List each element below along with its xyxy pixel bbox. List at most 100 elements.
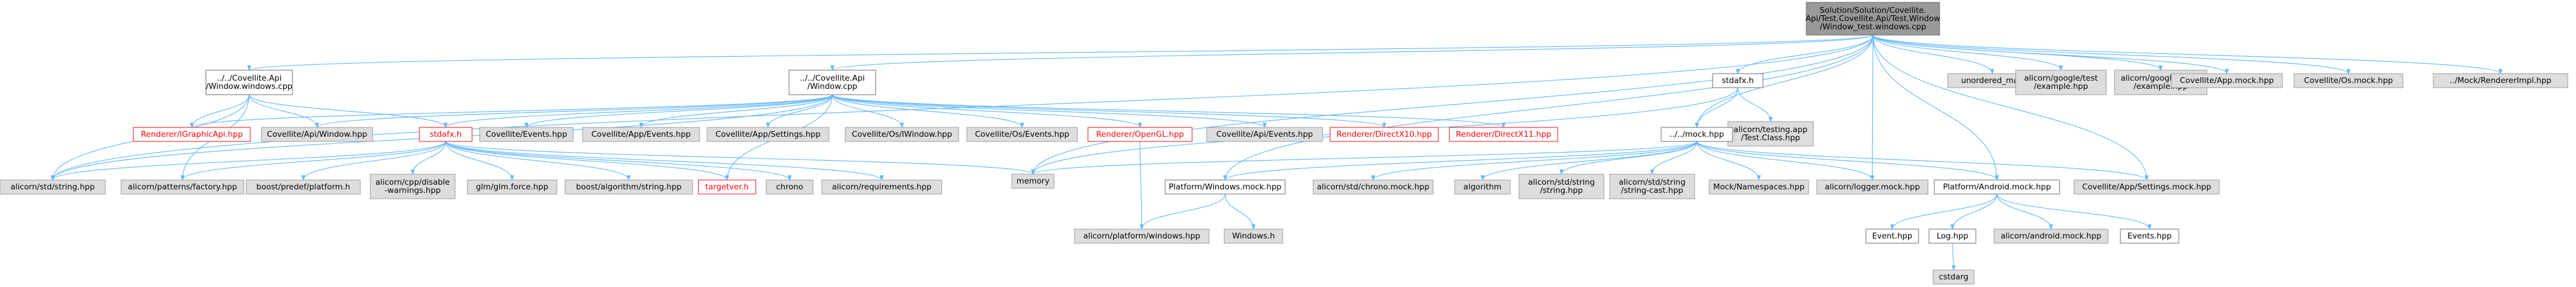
node-os_mock[interactable]: Covellite/Os.mock.hpp bbox=[2293, 73, 2403, 88]
node-box[interactable] bbox=[0, 179, 106, 195]
node-windows_h[interactable]: Windows.h bbox=[1224, 229, 1283, 244]
node-box[interactable] bbox=[419, 127, 473, 142]
node-box[interactable] bbox=[1816, 179, 1928, 195]
edge-window_cpp-to-os_events bbox=[832, 94, 1024, 128]
node-box[interactable] bbox=[564, 179, 693, 195]
node-box[interactable] bbox=[1011, 174, 1055, 189]
node-box[interactable] bbox=[1330, 127, 1439, 142]
node-cpp_disable[interactable]: alicorn/cpp/disable-warnings.hpp bbox=[370, 174, 456, 199]
node-box[interactable] bbox=[1609, 174, 1695, 199]
node-box[interactable] bbox=[1518, 174, 1604, 199]
node-box[interactable] bbox=[2120, 229, 2179, 244]
node-events_hpp[interactable]: Covellite/Events.hpp bbox=[479, 127, 574, 142]
node-box[interactable] bbox=[1224, 229, 1283, 244]
node-window_cpp[interactable]: ../../Covellite.Api/Window.cpp bbox=[788, 70, 876, 95]
node-chrono[interactable]: chrono bbox=[766, 179, 814, 195]
node-label: alicorn/cpp/disable bbox=[376, 178, 450, 187]
node-box[interactable] bbox=[2293, 73, 2403, 88]
node-std_string[interactable]: alicorn/std/string.hpp bbox=[0, 179, 106, 195]
node-app_mock[interactable]: Covellite/App.mock.hpp bbox=[2171, 73, 2283, 88]
node-box[interactable] bbox=[845, 127, 959, 142]
node-stdafx_h[interactable]: stdafx.h bbox=[419, 127, 473, 142]
node-box[interactable] bbox=[120, 179, 244, 195]
node-cstdarg[interactable]: cstdarg bbox=[1933, 269, 1975, 285]
edge-root-to-stdafx_h_right bbox=[1735, 34, 1874, 74]
node-api_events[interactable]: Covellite/Api/Events.hpp bbox=[1206, 127, 1323, 142]
node-winwin_cpp[interactable]: ../../Covellite.Api/Window.windows.cpp bbox=[205, 70, 293, 95]
node-box[interactable] bbox=[707, 127, 829, 142]
node-app_settings[interactable]: Covellite/App/Settings.hpp bbox=[707, 127, 829, 142]
node-boost_algorithm[interactable]: boost/algorithm/string.hpp bbox=[564, 179, 693, 195]
node-std_string_cast[interactable]: alicorn/std/string/string-cast.hpp bbox=[1609, 174, 1695, 199]
node-std_chrono_mock[interactable]: alicorn/std/chrono.mock.hpp bbox=[1313, 179, 1434, 195]
node-mock_hpp[interactable]: ../../mock.hpp bbox=[1661, 127, 1733, 142]
node-box[interactable] bbox=[1074, 229, 1210, 244]
node-box[interactable] bbox=[582, 127, 700, 142]
node-box[interactable] bbox=[2171, 73, 2283, 88]
node-box[interactable] bbox=[467, 179, 557, 195]
node-box[interactable] bbox=[788, 70, 876, 95]
node-box[interactable] bbox=[2015, 70, 2107, 95]
node-requirements[interactable]: alicorn/requirements.hpp bbox=[821, 179, 942, 195]
node-api_window[interactable]: Covellite/Api/Window.hpp bbox=[261, 127, 373, 142]
node-box[interactable] bbox=[1934, 179, 2060, 195]
node-platform_win_mock[interactable]: Platform/Windows.mock.hpp bbox=[1165, 179, 1286, 195]
node-box[interactable] bbox=[261, 127, 373, 142]
node-box[interactable] bbox=[370, 174, 456, 199]
node-renderer_impl[interactable]: ../Mock/RendererImpl.hpp bbox=[2433, 73, 2568, 88]
node-box[interactable] bbox=[1709, 179, 1809, 195]
node-stdafx_h_right[interactable]: stdafx.h bbox=[1712, 73, 1764, 88]
node-platform_android_mock[interactable]: Platform/Android.mock.hpp bbox=[1934, 179, 2060, 195]
node-box[interactable] bbox=[1661, 127, 1733, 142]
node-box[interactable] bbox=[1928, 229, 1976, 244]
node-box[interactable] bbox=[1449, 127, 1558, 142]
node-events_hpp2[interactable]: Events.hpp bbox=[2120, 229, 2179, 244]
node-platform_windows[interactable]: alicorn/platform/windows.hpp bbox=[1074, 229, 1210, 244]
node-label: /Window.windows.cpp bbox=[206, 82, 292, 91]
node-box[interactable] bbox=[1313, 179, 1434, 195]
node-box[interactable] bbox=[1165, 179, 1286, 195]
node-box[interactable] bbox=[821, 179, 942, 195]
node-gtest_example[interactable]: alicorn/google/test/example.hpp bbox=[2015, 70, 2107, 95]
node-box[interactable] bbox=[2074, 179, 2220, 195]
node-box[interactable] bbox=[1993, 229, 2109, 244]
node-patterns_factory[interactable]: alicorn/patterns/factory.hpp bbox=[120, 179, 244, 195]
node-box[interactable] bbox=[133, 127, 251, 142]
node-box[interactable] bbox=[2433, 73, 2568, 88]
node-box[interactable] bbox=[479, 127, 574, 142]
node-app_events[interactable]: Covellite/App/Events.hpp bbox=[582, 127, 700, 142]
node-box[interactable] bbox=[698, 179, 756, 195]
node-box[interactable] bbox=[1933, 269, 1975, 285]
node-opengl[interactable]: Renderer/OpenGL.hpp bbox=[1087, 127, 1193, 142]
node-memory[interactable]: memory bbox=[1011, 174, 1055, 189]
node-mock_namespaces[interactable]: Mock/Namespaces.hpp bbox=[1709, 179, 1809, 195]
node-android_mock[interactable]: alicorn/android.mock.hpp bbox=[1993, 229, 2109, 244]
node-directx11[interactable]: Renderer/DirectX11.hpp bbox=[1449, 127, 1558, 142]
node-app_settings_mock[interactable]: Covellite/App/Settings.mock.hpp bbox=[2074, 179, 2220, 195]
edge-root-to-os_mock bbox=[1872, 34, 2351, 74]
node-box[interactable] bbox=[1206, 127, 1323, 142]
node-box[interactable] bbox=[1712, 73, 1764, 88]
node-event_hpp[interactable]: Event.hpp bbox=[1865, 229, 1919, 244]
node-box[interactable] bbox=[205, 70, 293, 95]
node-targetver[interactable]: targetver.h bbox=[698, 179, 756, 195]
node-boost_predef[interactable]: boost/predef/platform.h bbox=[246, 179, 361, 195]
node-box[interactable] bbox=[1806, 2, 1940, 36]
node-igraphicapi[interactable]: Renderer/IGraphicApi.hpp bbox=[133, 127, 251, 142]
node-root[interactable]: Solution/Solution/Covellite.Api/Test.Cov… bbox=[1806, 2, 1940, 36]
node-box[interactable] bbox=[966, 127, 1078, 142]
node-logger_mock[interactable]: alicorn/logger.mock.hpp bbox=[1816, 179, 1928, 195]
node-os_events[interactable]: Covellite/Os/Events.hpp bbox=[966, 127, 1078, 142]
node-log_hpp[interactable]: Log.hpp bbox=[1928, 229, 1976, 244]
node-directx10[interactable]: Renderer/DirectX10.hpp bbox=[1330, 127, 1439, 142]
node-glm_force[interactable]: glm/glm.force.hpp bbox=[467, 179, 557, 195]
node-testing_app[interactable]: alicorn/testing.app/Test.Class.hpp bbox=[1727, 121, 1814, 147]
node-box[interactable] bbox=[1087, 127, 1193, 142]
node-std_string_string[interactable]: alicorn/std/string/string.hpp bbox=[1518, 174, 1604, 199]
node-algorithm[interactable]: algorithm bbox=[1454, 179, 1511, 195]
node-box[interactable] bbox=[766, 179, 814, 195]
node-box[interactable] bbox=[246, 179, 361, 195]
node-box[interactable] bbox=[1454, 179, 1511, 195]
node-box[interactable] bbox=[1865, 229, 1919, 244]
node-os_iwindow[interactable]: Covellite/Os/IWindow.hpp bbox=[845, 127, 959, 142]
